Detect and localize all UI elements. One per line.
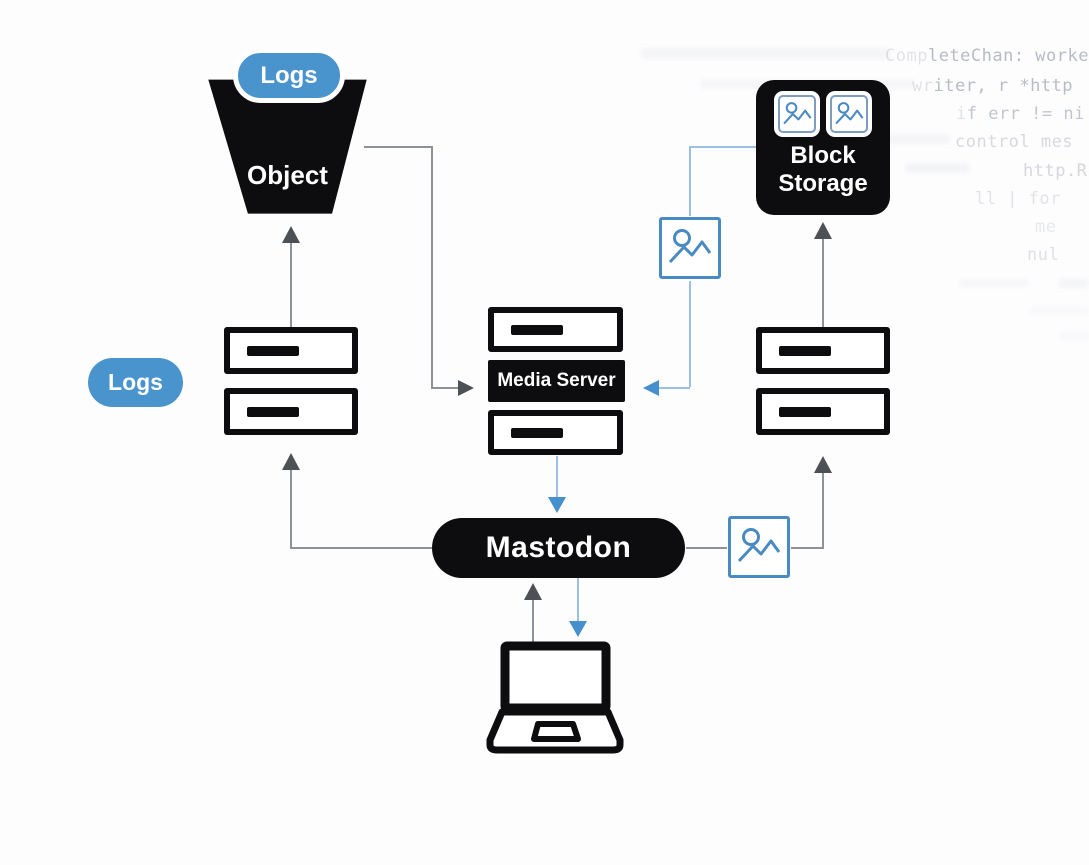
- image-icon: [728, 516, 790, 578]
- arrowhead-into-media-server: [458, 380, 474, 396]
- code-smudge: [958, 279, 1028, 287]
- server-dash: [779, 406, 831, 417]
- connector-rightstack-to-blockstorage: [822, 239, 824, 327]
- arrowhead-into-mastodon: [524, 583, 542, 600]
- image-icon-glyph: [668, 229, 712, 264]
- code-smudge: [1058, 332, 1089, 340]
- image-icon-glyph: [783, 102, 812, 125]
- code-bg-line: http.R: [1023, 161, 1088, 181]
- code-bg-line: control mes: [955, 132, 1074, 152]
- connector-media-to-mastodon: [556, 456, 558, 498]
- block-storage-node: Block Storage: [756, 80, 890, 215]
- mastodon-node: Mastodon: [432, 518, 685, 578]
- connector-image-icon-to-rightstack: [791, 547, 823, 549]
- image-icon: [826, 91, 872, 137]
- logs-badge-top: Logs: [233, 48, 345, 103]
- server-dash: [511, 324, 563, 335]
- arrowhead-into-object: [282, 226, 300, 243]
- connector-mastodon-to-leftstack: [291, 547, 432, 549]
- server-box: [224, 327, 358, 374]
- connector-mastodon-to-leftstack: [290, 470, 292, 549]
- code-bg-line: writer, r *http: [912, 76, 1074, 96]
- connector-image-icon-to-media: [689, 281, 691, 387]
- server-box: [224, 388, 358, 435]
- connector-image-icon-to-rightstack: [822, 473, 824, 549]
- server-dash: [247, 406, 299, 417]
- logs-badge-left: Logs: [88, 358, 183, 407]
- object-storage-label: Object: [247, 160, 328, 190]
- block-storage-icons: [774, 91, 872, 137]
- arrowhead-into-media-server-blue: [643, 380, 659, 396]
- server-box: [756, 388, 890, 435]
- connector-object-to-media: [431, 387, 458, 389]
- connector-mastodon-to-image-icon: [686, 547, 727, 549]
- connector-laptop-to-mastodon: [532, 600, 534, 645]
- connector-mastodon-to-laptop: [577, 578, 579, 622]
- connector-leftstack-to-object: [290, 243, 292, 327]
- image-icon-glyph: [835, 102, 864, 125]
- arrowhead-into-leftstack: [282, 453, 300, 470]
- media-server-label: Media Server: [488, 360, 625, 402]
- arrowhead-into-block-storage: [814, 222, 832, 239]
- server-dash: [511, 427, 563, 438]
- laptop-icon: [486, 636, 626, 761]
- code-bg-line: me: [1035, 217, 1057, 237]
- code-smudge: [905, 163, 970, 173]
- code-bg-line: nul: [1027, 245, 1060, 265]
- connector-image-icon-to-media: [659, 387, 690, 389]
- code-bg-line: ll | for: [975, 189, 1061, 209]
- code-bg-line: CompleteChan: worke: [885, 46, 1089, 66]
- code-smudge: [640, 48, 890, 59]
- connector-object-to-media: [364, 146, 432, 148]
- arrowhead-into-laptop-blue: [569, 621, 587, 637]
- server-box: [756, 327, 890, 374]
- server-dash: [247, 345, 299, 356]
- arrowhead-into-mastodon-blue: [548, 497, 566, 513]
- connector-blockstorage-to-image-icon: [689, 146, 691, 216]
- connector-object-to-media: [431, 146, 433, 388]
- server-dash: [779, 345, 831, 356]
- arrowhead-into-rightstack: [814, 456, 832, 473]
- connector-blockstorage-to-image-icon: [690, 146, 757, 148]
- block-storage-label: Block Storage: [778, 142, 868, 197]
- image-icon: [659, 217, 721, 279]
- code-bg-line: if err != ni: [956, 104, 1085, 124]
- image-icon: [774, 91, 820, 137]
- server-box: [488, 307, 623, 352]
- code-smudge: [1058, 279, 1089, 288]
- code-smudge: [1030, 307, 1089, 315]
- image-icon-glyph: [737, 528, 781, 563]
- server-box: [488, 410, 623, 455]
